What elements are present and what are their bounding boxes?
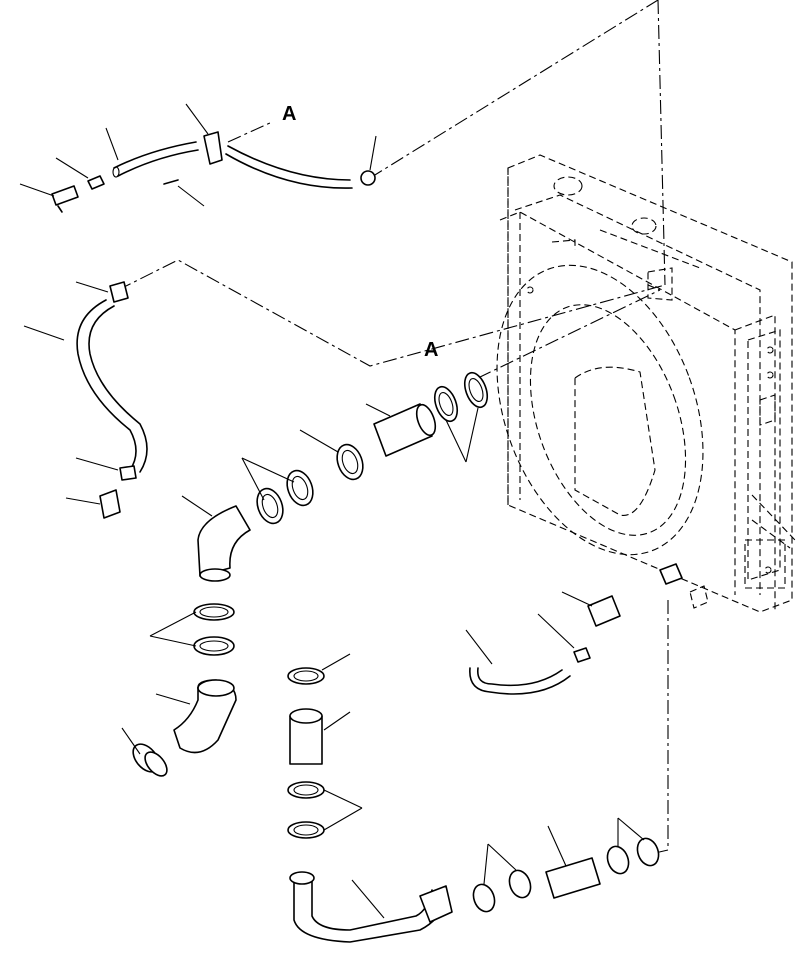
clamp-d [256,487,284,525]
center-stack [287,667,325,839]
leader-lines [19,103,645,919]
lower-coolant-pipe [289,837,660,943]
nut-left [119,465,137,481]
left-drain-hose-group [76,281,148,519]
upper-vent-hose-group [51,131,376,213]
left-clamp-pair [193,603,235,656]
clamp-l [472,883,496,913]
fitting-right [587,595,621,627]
elbow-hose-lower [132,679,237,777]
nut-right [573,647,591,663]
clamp-j [287,781,325,799]
clamp-n [606,845,630,875]
elbow-hose-upper [197,505,251,577]
clip-upper [203,131,223,165]
clamp-b [463,371,489,409]
elbow-fitting-left [99,489,121,519]
view-label-lower: A [424,339,438,361]
elbow-hose-group [197,469,314,582]
clip-left [109,281,129,303]
centerlines [117,0,669,854]
clamp-m [508,869,532,899]
clamp-k [287,821,325,839]
clamp-a [433,385,459,423]
connector-upper [360,170,376,186]
upper-coolant-pipe [336,371,489,481]
clamp-c [336,443,364,481]
clamp-o [636,837,660,867]
view-label-upper: A [282,103,296,125]
radiator-assembly [496,154,796,613]
clamp-i [287,667,325,685]
straight-hose-lower [545,857,601,899]
right-fittings [469,595,621,695]
nut-upper [87,175,105,190]
elbow-fitting-upper [51,185,79,206]
clamp-e [286,469,314,507]
